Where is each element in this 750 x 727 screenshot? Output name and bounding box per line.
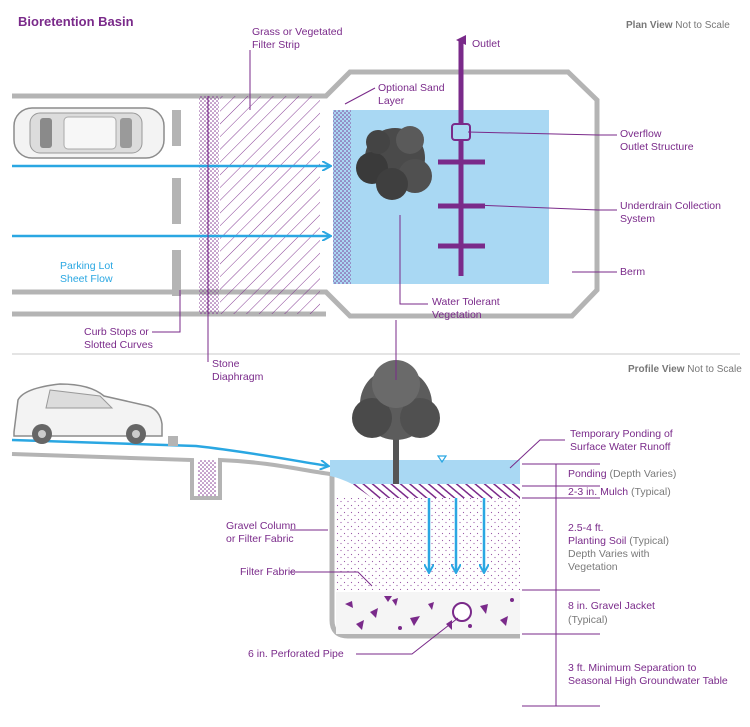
label-mulch-note: (Typical)	[631, 486, 671, 498]
label-temp-ponding: Temporary Ponding of Surface Water Runof…	[570, 428, 673, 453]
label-soil-depth: 2.5-4 ft.	[568, 522, 604, 534]
leader-lines	[152, 50, 617, 655]
infiltration-arrows	[429, 498, 484, 572]
berm-outline	[12, 69, 600, 319]
label-curb-stops: Curb Stops or Slotted Curves	[84, 326, 153, 351]
water-level-icon	[436, 455, 448, 464]
stone-diaphragm-strip	[199, 96, 219, 314]
overflow-structure-icon	[451, 123, 471, 141]
filter-strip	[220, 96, 320, 314]
mulch-layer	[352, 484, 520, 498]
label-soil-main: Planting Soil	[568, 535, 627, 547]
ground-surface	[11, 452, 332, 500]
plan-view	[12, 35, 600, 319]
underdrain-system	[438, 35, 485, 276]
plan-view-label-bold: Plan View	[626, 20, 673, 31]
ponding-water	[330, 460, 520, 484]
label-filter-strip: Grass or Vegetated Filter Strip	[252, 26, 343, 51]
plan-view-label: Plan View Not to Scale	[626, 20, 730, 31]
profile-view-label: Profile View Not to Scale	[628, 364, 742, 375]
dimension-lines	[522, 463, 600, 707]
label-berm: Berm	[620, 266, 646, 278]
label-soil-note: (Typical)	[629, 535, 669, 547]
curb-stop	[172, 178, 181, 224]
label-filter-fabric: Filter Fabric	[240, 566, 296, 578]
label-sand-layer: Optional Sand Layer	[378, 82, 445, 107]
curb-stop	[172, 250, 181, 296]
label-gravel-jacket: 8 in. Gravel Jacket	[568, 600, 655, 612]
label-mulch: 2-3 in. Mulch (Typical)	[568, 486, 671, 499]
label-soil-extra: Depth Varies with Vegetation	[568, 548, 650, 573]
label-stone-diaphragm: Stone Diaphragm	[212, 358, 264, 383]
plan-view-label-scale: Not to Scale	[675, 20, 730, 31]
label-sheet-flow: Parking Lot Sheet Flow	[60, 260, 114, 285]
label-ponding-main: Ponding	[568, 468, 607, 480]
label-ponding: Ponding (Depth Varies)	[568, 468, 676, 481]
tree-top-view	[356, 126, 432, 200]
label-separation: 3 ft. Minimum Separation to Seasonal Hig…	[568, 662, 728, 687]
stone-diaphragm-column	[198, 460, 216, 496]
curb-stop-profile	[168, 436, 178, 446]
sand-layer	[333, 110, 351, 284]
label-underdrain: Underdrain Collection System	[620, 200, 721, 225]
car-side-view	[13, 383, 163, 444]
label-gravel-note: (Typical)	[568, 614, 608, 626]
runoff-arrow	[11, 438, 328, 466]
gravel-jacket	[336, 592, 520, 634]
label-perforated-pipe: 6 in. Perforated Pipe	[248, 648, 344, 660]
perforated-pipe-icon	[452, 602, 472, 622]
car-top-view	[13, 107, 165, 159]
label-ponding-note: (Depth Varies)	[609, 468, 677, 480]
profile-view-label-scale: Not to Scale	[687, 364, 742, 375]
profile-view-label-bold: Profile View	[628, 364, 685, 375]
label-planting-soil: Planting Soil (Typical)	[568, 535, 669, 548]
curb-stop	[172, 110, 181, 146]
profile-view	[11, 360, 520, 639]
tree-profile	[352, 360, 440, 484]
diagram-title: Bioretention Basin	[18, 14, 134, 29]
label-water-tolerant: Water Tolerant Vegetation	[432, 296, 500, 321]
label-outlet: Outlet	[472, 38, 501, 50]
label-overflow: Overflow Outlet Structure	[620, 128, 694, 153]
gravel-stones	[345, 596, 514, 630]
label-mulch-main: 2-3 in. Mulch	[568, 486, 629, 498]
basin-water	[333, 110, 549, 284]
label-gravel-column: Gravel Column or Filter Fabric	[226, 520, 297, 545]
